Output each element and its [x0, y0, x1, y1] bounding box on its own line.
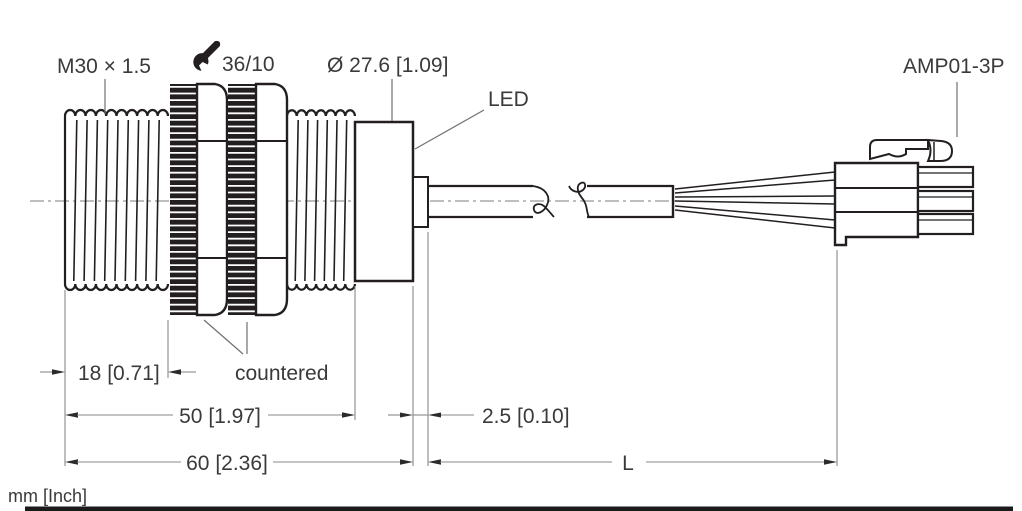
- thread-section-front: [63, 108, 170, 292]
- wrench-icon: [193, 40, 221, 71]
- dimension-gland-length: 2.5 [0.10]: [388, 405, 570, 428]
- dimension-thread-length-label: 18 [0.71]: [78, 362, 160, 385]
- dimension-barrel-length-label: 50 [1.97]: [179, 405, 261, 428]
- connector-type-label: AMP01-3P: [903, 55, 1005, 78]
- dimension-gland-length-label: 2.5 [0.10]: [482, 405, 570, 428]
- wrench-size-label: 36/10: [222, 53, 275, 76]
- thread-section-rear: [285, 109, 357, 291]
- footer-divider-bar: [25, 506, 1013, 511]
- connector-pins: [916, 165, 975, 236]
- lock-nuts: [170, 82, 289, 317]
- cable-break-icon: [532, 181, 590, 218]
- led-label-leader: [414, 109, 485, 150]
- dimension-housing-length-label: 60 [2.36]: [186, 452, 268, 475]
- thread-size-label: M30 × 1.5: [57, 55, 151, 78]
- connector-latch: [869, 138, 954, 162]
- countered-label-leaders: [203, 319, 248, 355]
- led-label: LED: [488, 88, 529, 111]
- extension-lines: [64, 232, 838, 466]
- cable-gland: [412, 176, 429, 228]
- dimension-cable-length: L: [428, 452, 837, 475]
- cable: [428, 181, 675, 219]
- sensor-housing: [353, 120, 415, 283]
- dimension-barrel-length: 50 [1.97]: [65, 405, 355, 428]
- countered-label: countered: [235, 362, 328, 385]
- dimension-cable-length-label: L: [622, 452, 634, 475]
- diameter-label: Ø 27.6 [1.09]: [327, 54, 448, 77]
- connector-body: [833, 161, 920, 247]
- units-note: mm [Inch]: [8, 486, 87, 506]
- wires: [674, 171, 836, 229]
- dimension-housing-length: 60 [2.36]: [65, 452, 413, 475]
- dimension-thread-length: 18 [0.71]: [40, 362, 196, 385]
